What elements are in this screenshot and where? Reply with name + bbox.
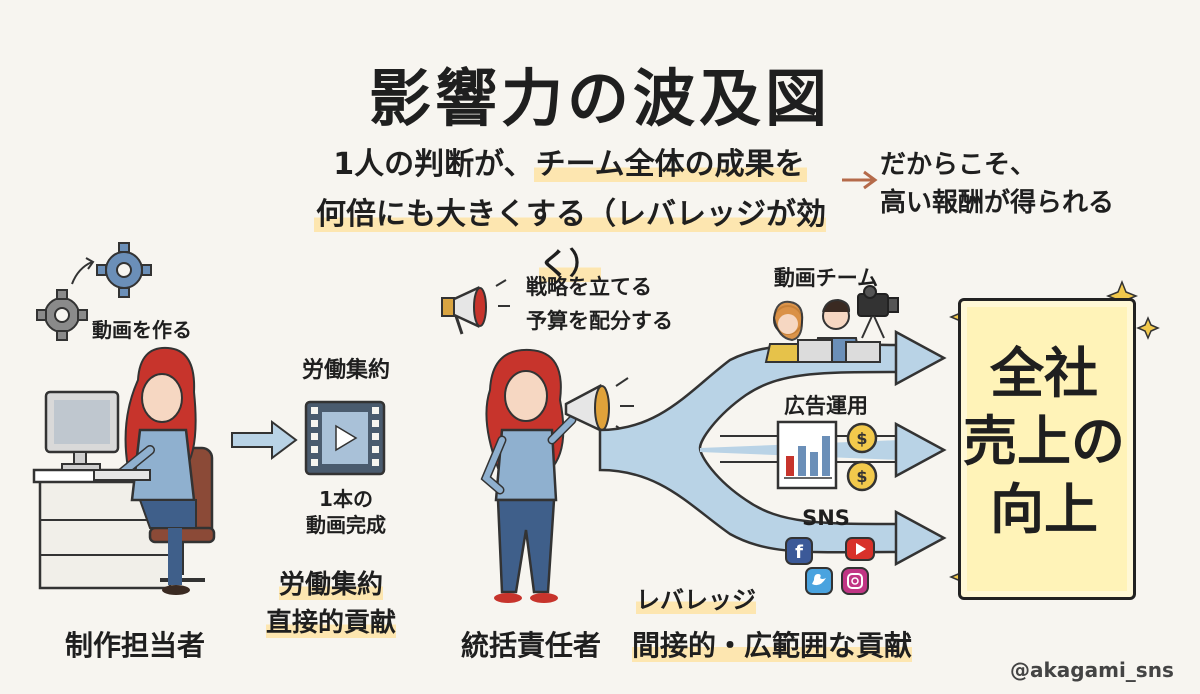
ad-chart-board-icon: [776, 420, 838, 490]
svg-text:$: $: [856, 429, 867, 448]
output-label: 1本の 動画完成: [286, 486, 406, 538]
worker-person-illustration: [93, 346, 197, 595]
page-title: 影響力の波及図: [368, 62, 831, 135]
right-arrow-icon: [842, 170, 878, 190]
leader-task-strategy: 戦略を立てる: [526, 275, 652, 299]
video-film-icon: [304, 400, 386, 476]
output-line1: 1本の: [319, 487, 373, 511]
work-type-label: 労働集約: [301, 358, 390, 383]
author-credit: @akagami_sns: [1010, 658, 1174, 682]
sparkle-icon: [1136, 316, 1160, 340]
worker-role-label: 制作担当者: [64, 629, 205, 662]
leverage-label: レバレッジ: [636, 586, 756, 614]
gear-caption: 動画を作る: [92, 318, 192, 342]
youtube-icon: [845, 537, 875, 561]
leader-person-illustration: [480, 348, 634, 603]
branch-label-ad-ops: 広告運用: [784, 394, 868, 418]
dollar-coin-icon: $: [846, 460, 878, 492]
branching-flow-arrows: [598, 329, 947, 567]
dollar-coin-icon: $: [846, 422, 878, 454]
svg-text:$: $: [856, 467, 867, 486]
goal-line1: 全社: [990, 342, 1098, 405]
result-line2: 高い報酬が得られる: [880, 188, 1115, 218]
megaphone-icon: [441, 279, 510, 335]
impact-label: 間接的・広範囲な貢献: [632, 629, 913, 662]
goal-line3: 向上: [990, 478, 1098, 541]
leader-role-label: 統括責任者: [460, 629, 601, 662]
lead-statement: 1人の判断が、チーム全体の成果を 何倍にも大きくする（レバレッジが効く）: [300, 140, 840, 290]
goal-line2: 売上の: [963, 410, 1125, 473]
goal-text: 全社 売上の 向上: [958, 340, 1130, 544]
video-camera-icon: [857, 285, 899, 339]
lead-line1-pre: 1人の判断が、: [333, 147, 534, 182]
labor-badge-line1: 労働集約: [278, 570, 383, 600]
result-statement: だからこそ、 高い報酬が得られる: [880, 146, 1180, 222]
output-line2: 動画完成: [306, 513, 386, 537]
labor-badge-line2: 直接的貢献: [265, 608, 396, 638]
svg-text:f: f: [795, 542, 803, 563]
goal-box: [958, 298, 1136, 600]
branch-label-sns: SNS: [802, 506, 850, 530]
leader-task-budget: 予算を配分する: [526, 309, 673, 333]
instagram-icon: [841, 567, 869, 595]
video-team-illustration: [764, 298, 881, 363]
labor-badge: 労働集約 直接的貢献: [246, 566, 416, 642]
branch-label-video-team: 動画チーム: [773, 266, 879, 290]
monitor-icon: [44, 390, 120, 471]
gear-icon: [96, 242, 152, 298]
twitter-icon: [805, 567, 833, 595]
right-arrow-icon: [231, 420, 298, 460]
facebook-icon: f: [785, 537, 813, 565]
leader-tasks: 戦略を立てる 予算を配分する: [526, 270, 673, 338]
result-line1: だからこそ、: [880, 150, 1037, 180]
gear-icon: [36, 289, 88, 341]
lead-line1-highlight: チーム全体の成果を: [533, 147, 807, 182]
